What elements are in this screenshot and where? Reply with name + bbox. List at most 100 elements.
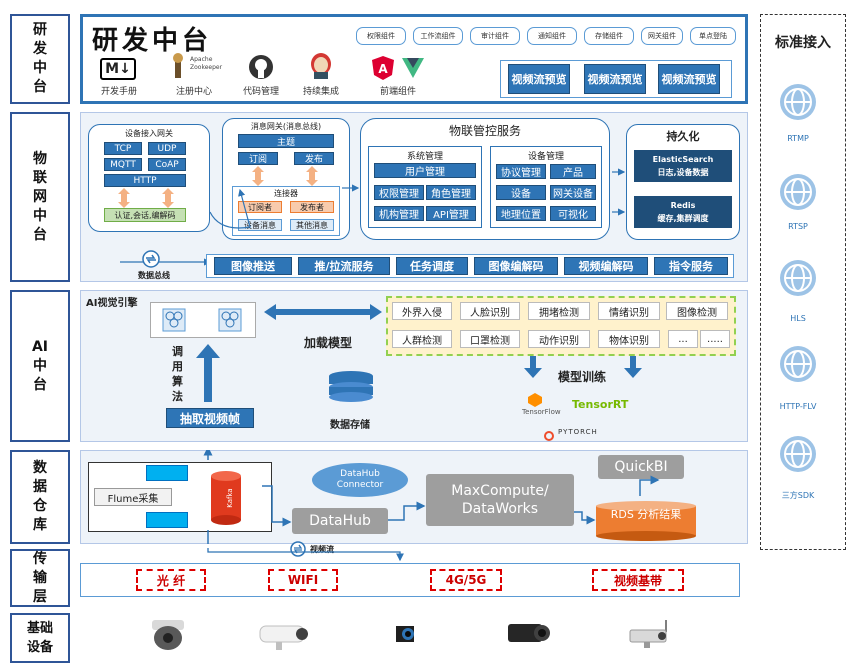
engine-chip-icon: [162, 308, 186, 332]
transport-4g5g: 4G/5G: [430, 569, 502, 591]
maxcompute-box[interactable]: MaxCompute/ DataWorks: [426, 474, 574, 526]
es-title: ElasticSearch: [652, 155, 714, 164]
publish-box: 发布: [294, 152, 334, 165]
component-pill[interactable]: 单点登陆: [690, 27, 736, 45]
svg-text:A: A: [378, 62, 388, 76]
angular-icon: A: [372, 56, 394, 80]
model-item[interactable]: 人群检测: [392, 330, 452, 348]
other-msg-box: 其他消息: [290, 219, 334, 231]
bullet-camera-icon: [256, 622, 312, 650]
tensorflow-label: TensorFlow: [522, 408, 561, 416]
hub-connector-bubble: DataHub Connector: [312, 463, 408, 497]
layer-label-iot: 物联网中台: [10, 112, 70, 282]
service-button[interactable]: 视频编解码: [564, 257, 648, 275]
component-pill[interactable]: 审计组件: [470, 27, 520, 45]
component-pill[interactable]: 存储组件: [584, 27, 634, 45]
std-protocol-label: RTMP: [787, 134, 809, 143]
layer-label-trans: 传输层: [10, 549, 70, 607]
model-item[interactable]: 人脸识别: [460, 302, 520, 320]
redis-title: Redis: [670, 201, 696, 210]
std-protocol-label: HTTP-FLV: [779, 402, 817, 411]
markdown-icon: M↓: [100, 58, 136, 80]
es-desc: 日志,设备数据: [657, 168, 709, 177]
auth-box: 认证,会话,编解码: [104, 208, 186, 222]
component-pill[interactable]: 工作流组件: [413, 27, 463, 45]
protocol-mgmt[interactable]: 协议管理: [496, 164, 546, 179]
tool-label: 前端组件: [379, 87, 416, 97]
datahub-box[interactable]: DataHub: [292, 508, 388, 534]
role-mgmt[interactable]: 角色管理: [426, 185, 476, 200]
api-mgmt[interactable]: API管理: [426, 206, 476, 221]
model-item[interactable]: 情绪识别: [598, 302, 660, 320]
product[interactable]: 产品: [550, 164, 596, 179]
sys-mgmt-title: 系统管理: [406, 152, 443, 162]
engine-chip-icon: [218, 308, 242, 332]
device-gateway-title: 设备接入网关: [125, 129, 173, 138]
model-item[interactable]: ...: [668, 330, 698, 348]
subscribe-box: 订阅: [238, 152, 278, 165]
globe-icon: [778, 172, 818, 212]
model-item[interactable]: 图像检测: [666, 302, 728, 320]
layer-label-ai: AI中台: [10, 290, 70, 442]
tool-label: 注册中心: [175, 87, 212, 97]
ai-arrows: [196, 304, 642, 402]
redis-desc: 缓存,集群调度: [657, 214, 709, 223]
topic-box: 主题: [238, 134, 334, 148]
github-icon: [248, 54, 274, 80]
quickbi-box[interactable]: QuickBI: [598, 455, 684, 479]
component-pill[interactable]: 权限组件: [356, 27, 406, 45]
std-protocol-label: 三方SDK: [781, 491, 815, 500]
storage-icon: [326, 370, 376, 404]
flume-source-box: [146, 465, 188, 481]
video-preview-button[interactable]: 视频流预览: [584, 64, 646, 94]
video-stream-line: [207, 548, 404, 562]
model-item[interactable]: .....: [700, 330, 730, 348]
model-item[interactable]: 拥堵检测: [528, 302, 590, 320]
layer-label-rd: 研发中台: [10, 14, 70, 104]
extract-frame-button[interactable]: 抽取视频帧: [166, 408, 254, 428]
tool-label: 持续集成: [302, 87, 339, 97]
org-mgmt[interactable]: 机构管理: [374, 206, 424, 221]
layer-label-dw: 数据仓库: [10, 450, 70, 544]
perm-mgmt[interactable]: 权限管理: [374, 185, 424, 200]
user-mgmt[interactable]: 用户管理: [374, 163, 476, 178]
geo-location[interactable]: 地理位置: [496, 206, 546, 221]
service-button[interactable]: 推/拉流服务: [298, 257, 390, 275]
transport-fiber: 光 纤: [136, 569, 206, 591]
zookeeper-text: Apache Zookeeper: [190, 56, 223, 71]
component-pill[interactable]: 通知组件: [527, 27, 577, 45]
service-button[interactable]: 图像编解码: [474, 257, 558, 275]
video-stream-label: 视频流: [310, 545, 334, 554]
video-preview-button[interactable]: 视频流预览: [508, 64, 570, 94]
industrial-camera-icon: [394, 622, 420, 644]
model-item[interactable]: 动作识别: [528, 330, 590, 348]
visualization[interactable]: 可视化: [550, 206, 596, 221]
device[interactable]: 设备: [496, 185, 546, 200]
component-pill[interactable]: 网关组件: [641, 27, 683, 45]
svg-text:Kafka: Kafka: [226, 488, 234, 507]
protocol-coap[interactable]: CoAP: [148, 158, 186, 171]
globe-icon: [778, 434, 818, 474]
zookeeper-icon: [170, 52, 186, 80]
pytorch-label: PYTORCH: [558, 428, 598, 436]
elasticsearch-box: ElasticSearch 日志,设备数据: [634, 150, 732, 182]
model-item[interactable]: 物体识别: [598, 330, 660, 348]
storage-label: 数据存储: [330, 420, 370, 431]
jenkins-icon: [308, 52, 334, 80]
std-protocol-label: RTSP: [788, 222, 808, 231]
model-item[interactable]: 口罩检测: [460, 330, 520, 348]
service-button[interactable]: 任务调度: [396, 257, 468, 275]
data-bus-icon: [142, 250, 160, 268]
protocol-http[interactable]: HTTP: [104, 174, 186, 187]
tensorflow-icon: [528, 392, 542, 407]
persist-title: 持久化: [666, 130, 700, 143]
flume-sink-box: [146, 512, 188, 528]
video-preview-button[interactable]: 视频流预览: [658, 64, 720, 94]
service-button[interactable]: 图像推送: [214, 257, 292, 275]
protocol-mqtt[interactable]: MQTT: [104, 158, 142, 171]
protocol-udp[interactable]: UDP: [148, 142, 186, 155]
protocol-tcp[interactable]: TCP: [104, 142, 142, 155]
model-item[interactable]: 外界入侵: [392, 302, 452, 320]
gateway-device[interactable]: 网关设备: [550, 185, 596, 200]
service-button[interactable]: 指令服务: [654, 257, 728, 275]
